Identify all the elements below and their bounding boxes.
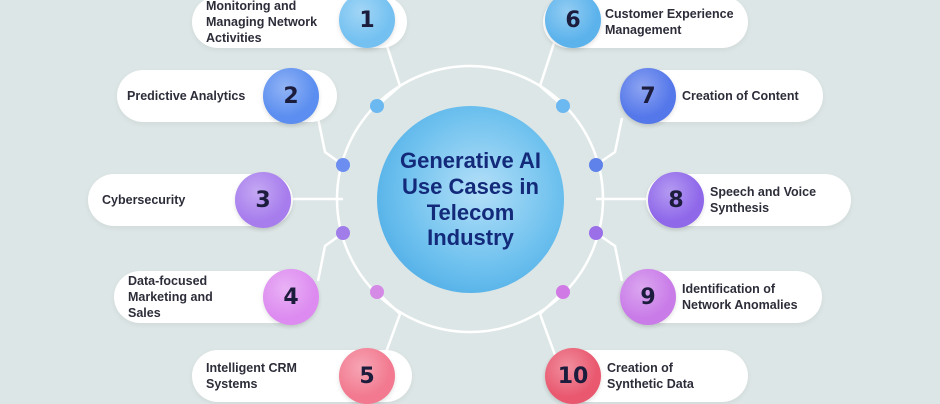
number-badge-8: 8 xyxy=(648,172,704,228)
use-case-label: Intelligent CRM Systems xyxy=(206,360,297,391)
center-title: Generative AI Use Cases in Telecom Indus… xyxy=(399,147,542,251)
number-badge-4: 4 xyxy=(263,269,319,325)
connector-line-1 xyxy=(376,39,402,107)
number-badge-7: 7 xyxy=(620,68,676,124)
use-case-label: Cybersecurity xyxy=(102,192,186,207)
connector-line-9 xyxy=(595,231,624,282)
ring-dot-1 xyxy=(370,99,384,113)
use-case-label: Creation of Synthetic Data xyxy=(607,360,694,391)
number-badge-1: 1 xyxy=(339,0,395,48)
connector-line-10 xyxy=(538,291,564,356)
connector-line-4 xyxy=(316,231,344,282)
number-badge-10: 10 xyxy=(545,348,601,404)
connector-line-7 xyxy=(595,117,624,167)
use-case-label: Speech and Voice Synthesis xyxy=(710,184,817,215)
center-circle: Generative AI Use Cases in Telecom Indus… xyxy=(377,106,564,293)
use-case-label: Predictive Analytics xyxy=(127,88,246,103)
number-badge-9: 9 xyxy=(620,269,676,325)
number-badge-3: 3 xyxy=(235,172,291,228)
ring-dot-6 xyxy=(589,158,603,172)
ring-dot-5 xyxy=(556,99,570,113)
number-badge-5: 5 xyxy=(339,348,395,404)
ring-dot-3 xyxy=(336,226,350,240)
use-case-label: Data-focused Marketing and Sales xyxy=(128,273,213,321)
use-case-label: Identification of Network Anomalies xyxy=(682,281,798,312)
number-badge-2: 2 xyxy=(263,68,319,124)
ring-dot-8 xyxy=(556,285,570,299)
use-case-label: Creation of Content xyxy=(682,88,799,103)
connector-line-5 xyxy=(376,291,402,356)
connector-line-6 xyxy=(538,39,564,107)
use-case-label: Monitoring and Managing Network Activiti… xyxy=(206,0,318,46)
ring-dot-7 xyxy=(589,226,603,240)
ring-dot-2 xyxy=(336,158,350,172)
ring-dot-4 xyxy=(370,285,384,299)
use-case-label: Customer Experience Management xyxy=(605,6,734,37)
number-badge-6: 6 xyxy=(545,0,601,48)
